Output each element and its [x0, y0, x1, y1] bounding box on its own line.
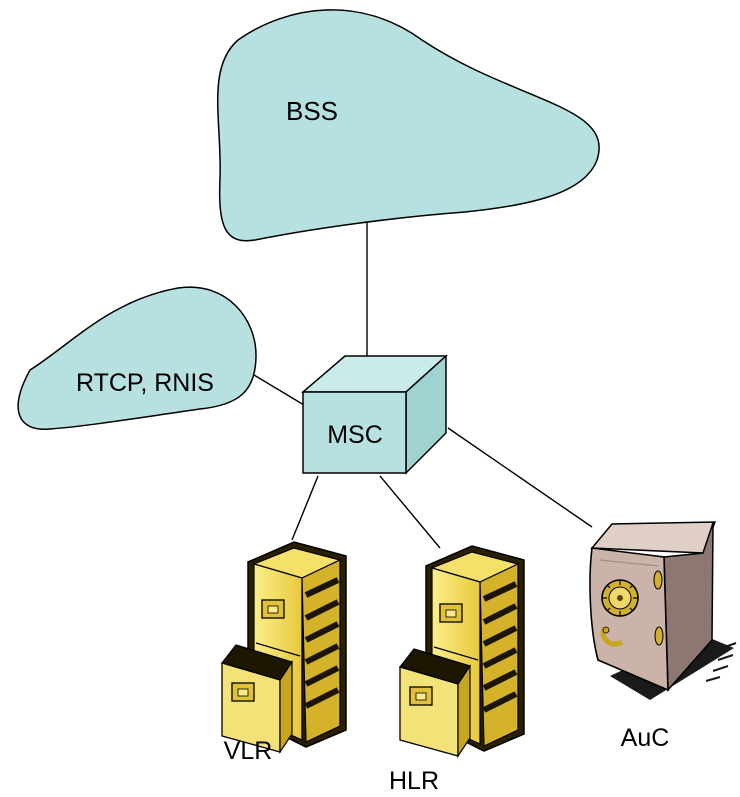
vlr-label: VLR — [224, 737, 273, 765]
hlr-label: HLR — [389, 767, 439, 795]
msc-cube: MSC — [300, 354, 448, 475]
auc-safe-icon — [589, 521, 737, 700]
rtcp-cloud-shape — [17, 286, 257, 430]
link-msc-auc — [447, 427, 593, 528]
link-msc-rtcp — [253, 374, 305, 406]
vlr-filing-cabinet-icon — [220, 541, 347, 754]
msc-cube-front — [302, 391, 407, 474]
safe-front — [589, 547, 669, 692]
auc-label: AuC — [621, 724, 670, 752]
hlr-filing-cabinet-icon — [398, 545, 525, 758]
safe-hinge-top — [653, 570, 663, 590]
link-msc-vlr — [291, 475, 319, 541]
safe-top — [590, 521, 717, 554]
links — [253, 213, 593, 549]
bss-cloud-shape — [217, 9, 600, 242]
safe-hinge-bottom — [654, 626, 664, 646]
msc-label: MSC — [327, 421, 383, 449]
bss-label: BSS — [286, 96, 338, 126]
bss-cloud: BSS — [217, 9, 600, 242]
rtcp-rnis-label: RTCP, RNIS — [76, 369, 214, 397]
link-msc-hlr — [379, 475, 441, 549]
rtcp-rnis-cloud: RTCP, RNIS — [17, 286, 257, 430]
